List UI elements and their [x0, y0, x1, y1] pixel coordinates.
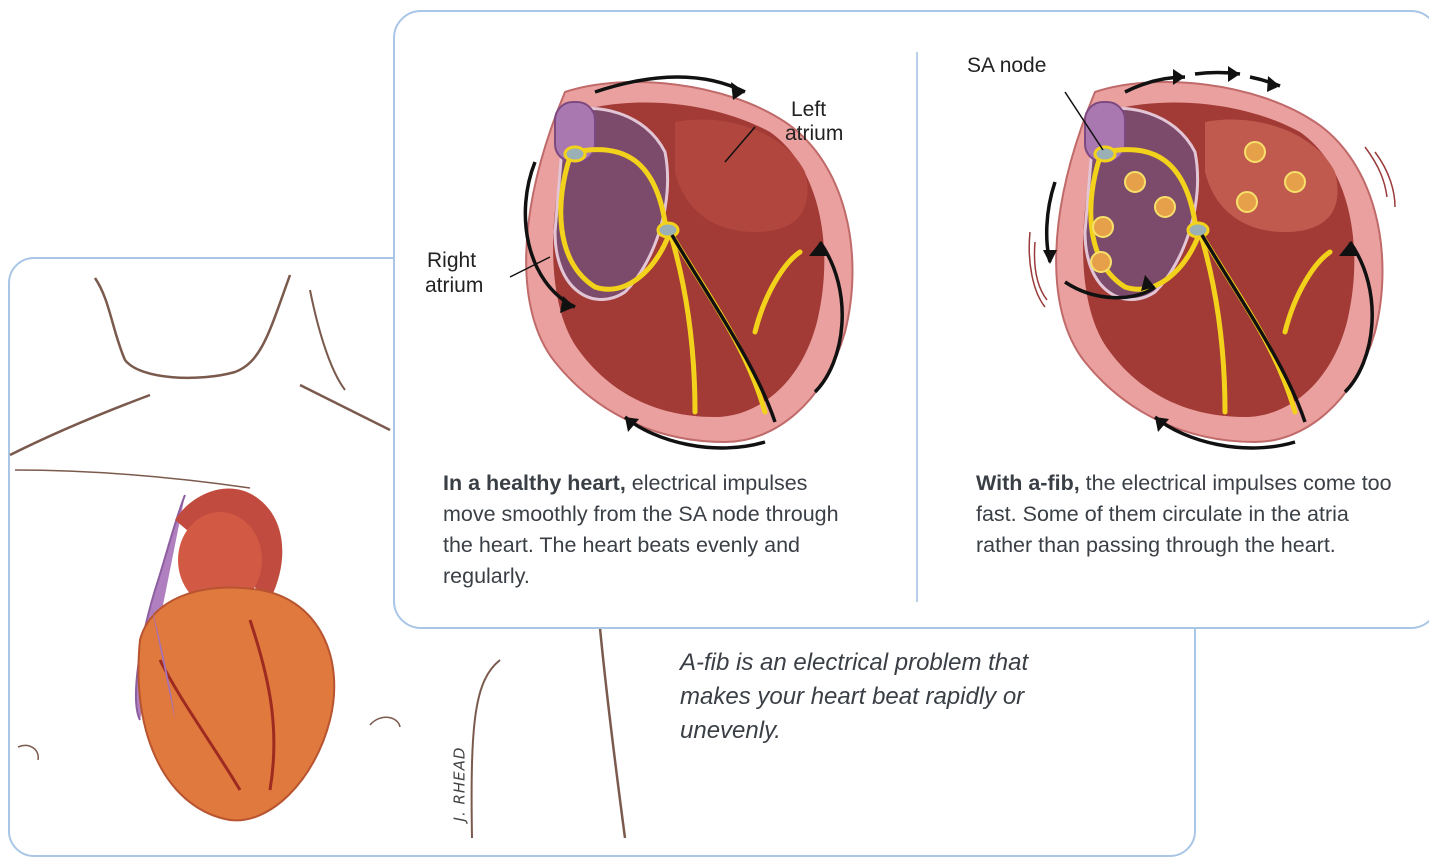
left-atrium-label-2: atrium: [785, 122, 843, 146]
afib-note: A-fib is an electrical problem that make…: [680, 646, 1080, 748]
panel-divider: [916, 52, 918, 602]
left-atrium-label: Left: [791, 98, 826, 122]
afib-heart-diagram: [955, 32, 1415, 452]
comparison-panel: Left atrium Right atrium In a healthy he…: [393, 10, 1429, 629]
right-atrium-label: Right: [427, 249, 476, 273]
afib-caption: With a-fib, the electrical impulses come…: [976, 468, 1406, 561]
sa-node-label: SA node: [967, 54, 1046, 78]
artist-signature: J. RHEAD: [440, 740, 490, 830]
healthy-caption: In a healthy heart, electrical impulses …: [443, 468, 863, 592]
healthy-heart-diagram: [425, 32, 885, 452]
anatomical-heart-icon: [136, 489, 334, 821]
right-atrium-label-2: atrium: [425, 274, 483, 298]
